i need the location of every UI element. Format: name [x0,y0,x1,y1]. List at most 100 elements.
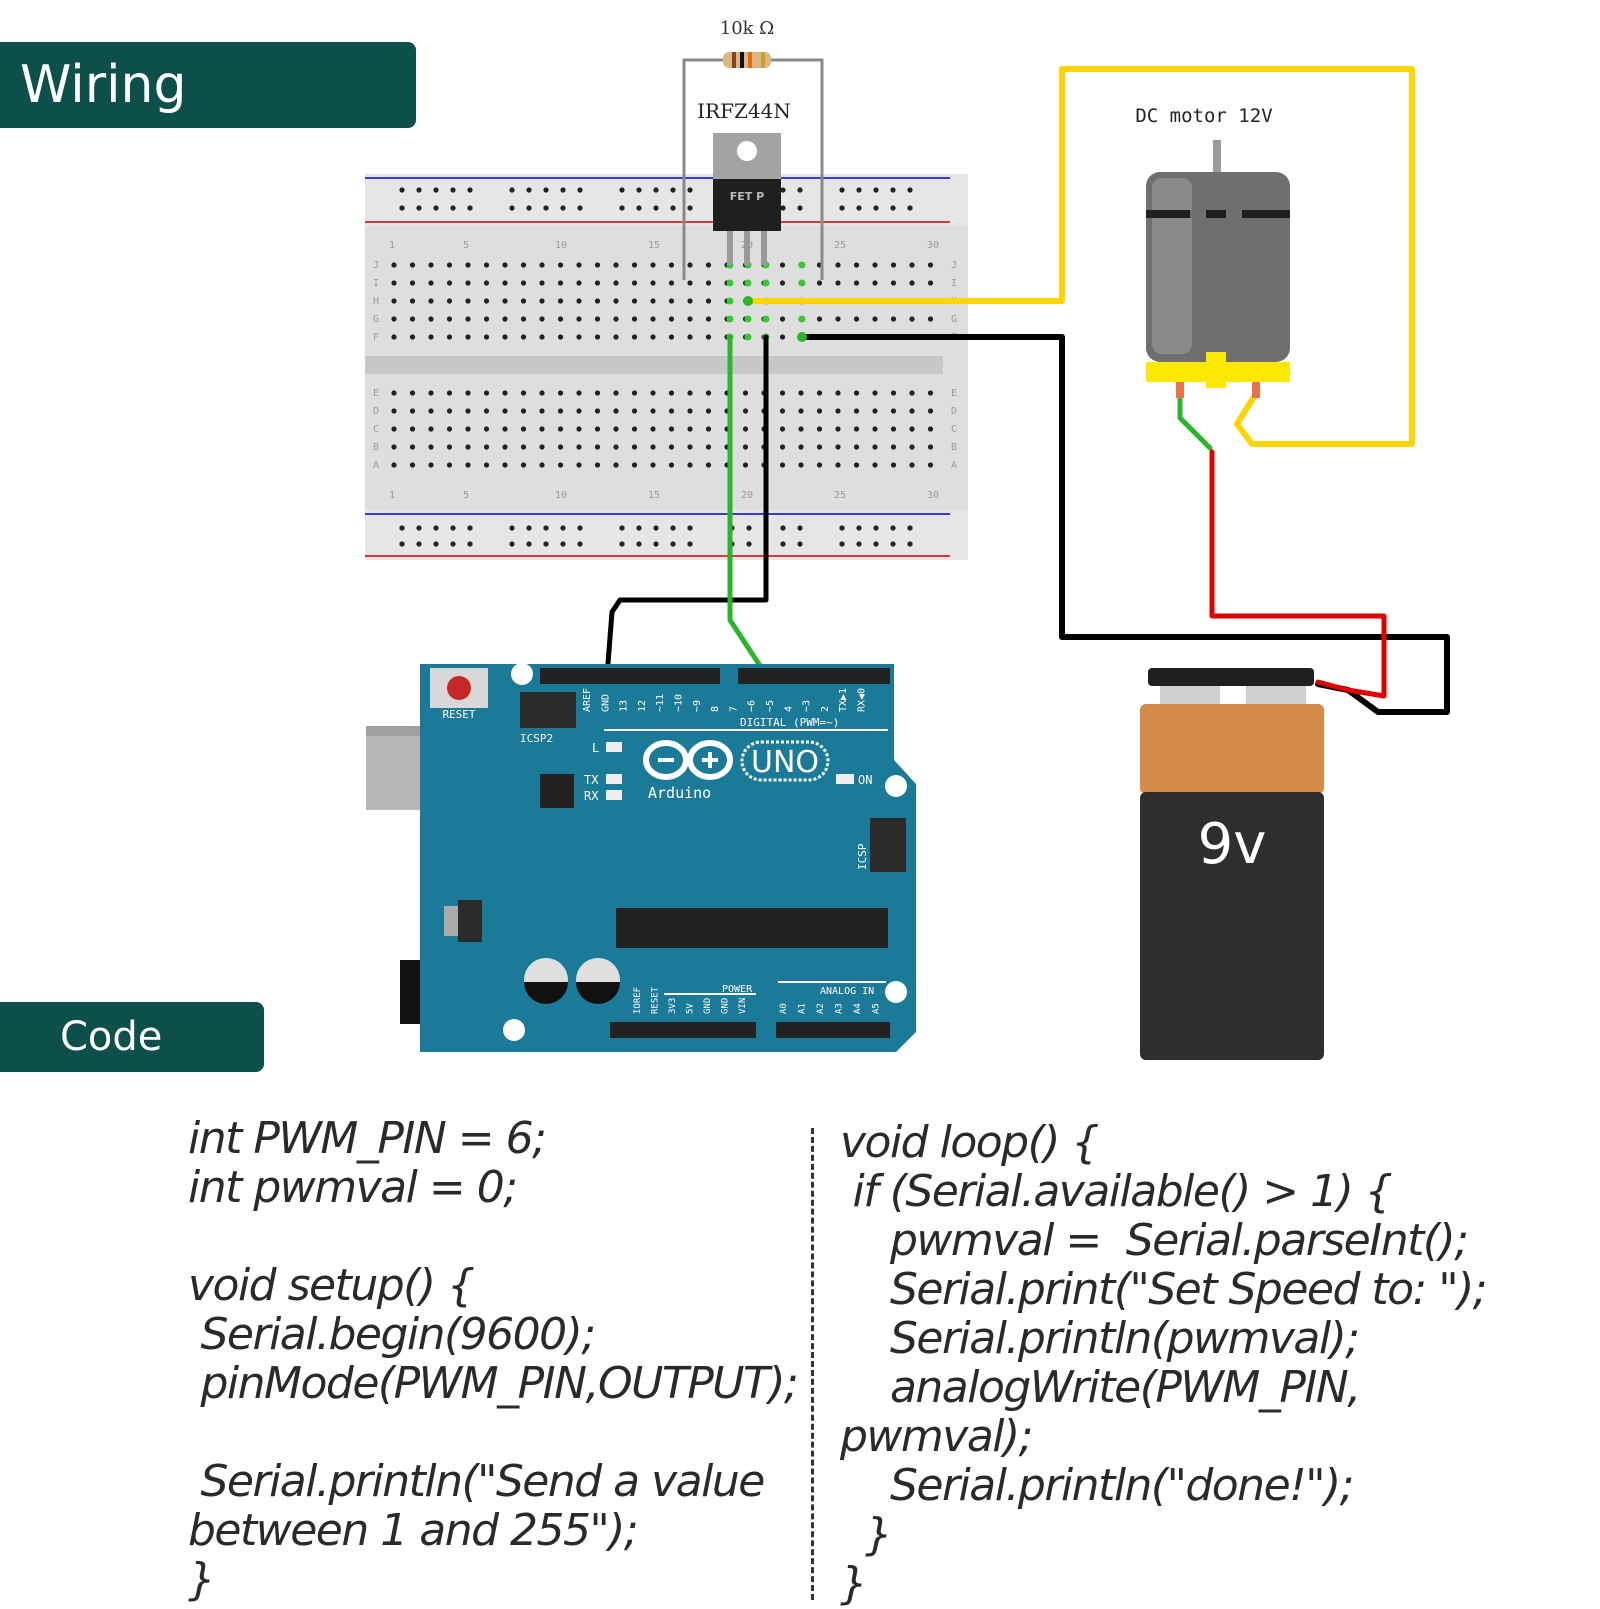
row-letter: G [373,314,379,325]
code-line: pinMode(PWM_PIN,OUTPUT); [188,1358,798,1409]
code-line: } [188,1554,216,1605]
row-letter: C [373,424,379,435]
mosfet: IRFZ44N FET P [697,99,791,265]
pin-label: 7 [728,706,739,712]
wire-black-ground-battery [799,334,1450,715]
wiring-diagram: J I H G F E D C B A J I H G F E D C B A … [365,18,1450,1060]
pin-label: AREF [582,688,593,712]
column-number: 30 [927,240,939,251]
code-line: Serial.println("done!"); [840,1460,1355,1511]
pin-label: ~5 [765,700,776,712]
pin-label: ~3 [802,700,813,712]
icsp2-label: ICSP2 [520,732,553,745]
code-line: pwmval); [840,1411,1034,1462]
row-letter: B [373,442,379,453]
code-header: Code [0,1002,264,1072]
code-line: between 1 and 255"); [188,1505,639,1556]
row-letter: G [951,314,957,325]
uno-label: UNO [751,745,819,780]
wire-black-source-gnd [604,334,769,679]
mosfet-label: IRFZ44N [697,99,791,123]
pin-label: ~9 [692,700,703,712]
row-letter: A [951,460,957,471]
row-letter: H [373,296,379,307]
code-line: if (Serial.available() > 1) { [840,1166,1392,1217]
pin-label: 3V3 [668,998,678,1014]
code-divider [811,1128,814,1600]
row-letter: I [951,278,957,289]
row-letter: B [951,442,957,453]
wire-yellow-drain [745,66,1415,447]
pin-label: TX▶1 [838,688,849,712]
led-rx-label: RX [584,789,599,803]
row-letter: D [373,406,379,417]
pin-label: 5V [686,1003,696,1014]
code-line [188,1212,797,1261]
pin-label: 12 [637,700,648,712]
code-line: int PWM_PIN = 6; [188,1113,547,1164]
row-letter: I [373,278,379,289]
pin-label: 4 [783,706,794,712]
row-letter: E [951,388,957,399]
pin-label: GND [721,998,731,1014]
on-label: ON [858,773,872,787]
resistor-label: 10k Ω [720,18,774,39]
arduino-brand: Arduino [648,784,711,802]
motor-label: DC motor 12V [1135,105,1272,127]
row-letter: J [951,260,957,271]
code-line: pwmval = Serial.parseInt(); [840,1215,1469,1266]
row-letter: E [373,388,379,399]
wire-red-motor-battery [1209,449,1387,699]
column-number: 25 [834,490,846,501]
wires [604,66,1450,715]
column-number: 20 [741,490,753,501]
pin-label: A3 [835,1003,845,1014]
code-block-loop: void loop() { if (Serial.available() > 1… [840,1117,1488,1609]
column-number: 15 [648,490,660,501]
code-line: void setup() { [188,1260,475,1311]
column-number: 25 [834,240,846,251]
pin-label: IOREF [633,987,643,1014]
column-number: 5 [463,240,469,251]
battery-9v: 9v [1140,668,1324,1060]
code-block-setup: int PWM_PIN = 6;int pwmval = 0; void set… [188,1113,799,1605]
column-number: 1 [389,490,395,501]
icsp-label: ICSP [856,843,869,870]
reset-label: RESET [442,708,475,721]
row-letter: J [373,260,379,271]
row-letter: F [373,332,379,343]
pin-label: A1 [798,1003,808,1014]
battery-label: 9v [1198,812,1267,877]
pin-label: GND [703,998,713,1014]
pin-label: ~6 [747,700,758,712]
code-line: } [840,1558,868,1609]
power-label: POWER [722,984,753,995]
digital-label: DIGITAL (PWM=~) [740,716,839,729]
pin-label: A2 [816,1003,826,1014]
mosfet-marking: FET P [730,190,764,203]
code-line: analogWrite(PWM_PIN, [840,1362,1361,1413]
pin-label: RX◀0 [857,688,868,712]
led-l-label: L [592,741,599,755]
pin-label: 2 [820,706,831,712]
pin-label: RESET [651,986,661,1014]
column-number: 30 [927,490,939,501]
code-line: } [840,1509,893,1560]
code-line: void loop() { [840,1117,1099,1168]
column-number: 10 [555,240,567,251]
wiring-diagram-header: Wiring Diagram [0,42,416,201]
dc-motor: DC motor 12V [1135,105,1290,398]
wire-green-gate-pin6 [727,334,771,681]
pin-label: 8 [710,706,721,712]
pin-label: A0 [779,1003,789,1014]
code-line: Serial.println(pwmval); [840,1313,1360,1364]
analog-label: ANALOG IN [820,986,874,997]
column-number: 5 [463,490,469,501]
pin-label: GND [600,694,611,712]
code-line: int pwmval = 0; [188,1162,518,1213]
row-letter: A [373,460,379,471]
arduino-logo-icon [643,740,733,780]
column-number: 10 [555,490,567,501]
pin-label: ~10 [674,694,685,712]
column-number: 15 [648,240,660,251]
